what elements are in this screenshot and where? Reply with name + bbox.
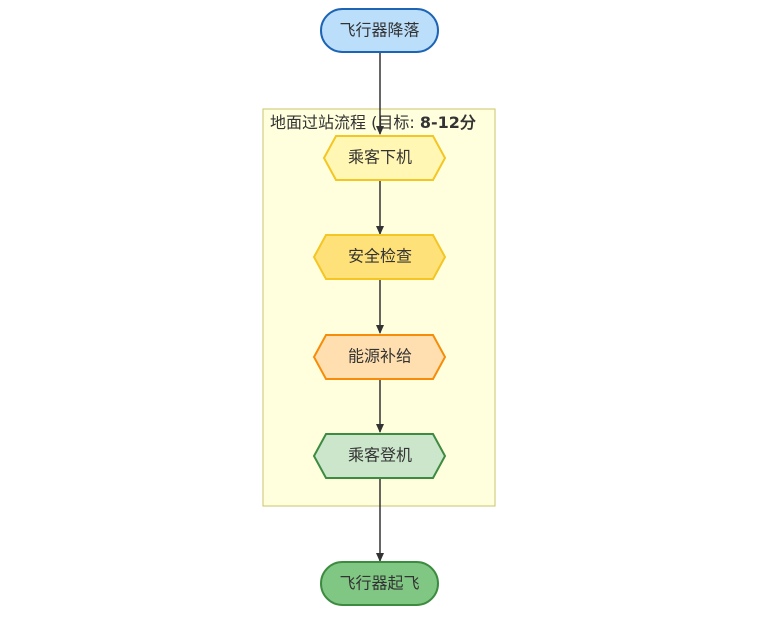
step-node-1[interactable]: 乘客下机 xyxy=(322,135,447,181)
start-node-label: 飞行器降落 xyxy=(339,21,419,40)
end-node-label: 飞行器起飞 xyxy=(339,574,419,593)
step-node-2-label: 安全检查 xyxy=(348,247,412,266)
end-node[interactable]: 飞行器起飞 xyxy=(320,561,439,606)
step-node-4-label: 乘客登机 xyxy=(348,446,412,465)
start-node[interactable]: 飞行器降落 xyxy=(320,8,439,53)
group-label: 地面过站流程 (目标: 8-12分 xyxy=(270,113,476,132)
step-node-1-label: 乘客下机 xyxy=(348,148,412,167)
step-node-2[interactable]: 安全检查 xyxy=(312,234,447,280)
step-node-3-label: 能源补给 xyxy=(348,347,412,366)
step-node-3[interactable]: 能源补给 xyxy=(312,334,447,380)
step-node-4[interactable]: 乘客登机 xyxy=(312,433,447,479)
